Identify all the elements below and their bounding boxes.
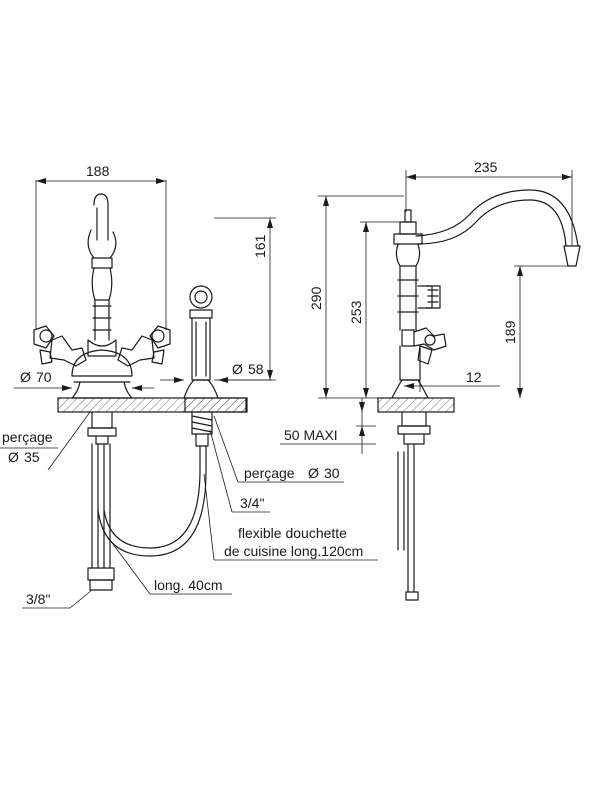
dimension-dia70: Ø 70 xyxy=(14,369,154,391)
side-view-mixer xyxy=(377,189,581,601)
percage-35-symbol: Ø xyxy=(8,449,19,465)
dimension-50-maxi-label: 50 MAXI xyxy=(284,427,338,443)
dimension-189-label: 189 xyxy=(502,320,518,344)
dimension-189: 189 xyxy=(502,265,570,398)
callout-percage-35: perçage Ø 35 xyxy=(0,411,91,471)
dimension-dia58-label: 58 xyxy=(248,361,264,377)
dimension-161-label: 161 xyxy=(252,234,268,258)
dimension-188-label: 188 xyxy=(86,163,110,179)
callout-hose-length: long. 40cm xyxy=(109,539,232,595)
dimension-235-label: 235 xyxy=(474,159,498,175)
dimension-253: 253 xyxy=(348,221,400,398)
flex-hose-line2: de cuisine long.120cm xyxy=(224,543,363,559)
front-view-mixer xyxy=(33,193,247,591)
dimension-dia58: Ø 58 xyxy=(160,361,272,383)
percage-30-value: 30 xyxy=(324,465,340,481)
callout-percage-30: perçage Ø 30 xyxy=(213,415,344,483)
flex-hose-line1: flexible douchette xyxy=(238,525,347,541)
thread-38-label: 3/8" xyxy=(26,591,50,607)
dimension-290: 290 xyxy=(308,195,404,399)
dimension-50-maxi: 50 MAXI xyxy=(280,398,376,454)
thread-34-label: 3/4" xyxy=(240,495,264,511)
dia70-symbol: Ø xyxy=(20,369,31,385)
dimension-12: 12 xyxy=(404,369,500,392)
dimension-161: 161 xyxy=(214,217,276,381)
dia58-symbol: Ø xyxy=(232,361,243,377)
callout-thread-38: 3/8" xyxy=(22,589,93,609)
dimension-188: 188 xyxy=(35,163,167,330)
countertop-side xyxy=(377,397,455,413)
percage-30-word: perçage xyxy=(244,465,295,481)
percage-35-word: perçage xyxy=(2,429,53,445)
percage-35-value: 35 xyxy=(24,449,40,465)
dimension-235: 235 xyxy=(405,159,573,246)
dimension-dia70-label: 70 xyxy=(36,369,52,385)
callout-thread-34: 3/4" xyxy=(209,429,270,513)
countertop-spray xyxy=(184,397,248,413)
dimension-253-label: 253 xyxy=(348,300,364,324)
front-view-spray xyxy=(97,285,248,557)
callout-flex-hose: flexible douchette de cuisine long.120cm xyxy=(203,473,378,561)
dimension-290-label: 290 xyxy=(308,286,324,310)
dimension-12-label: 12 xyxy=(466,369,482,385)
percage-30-symbol: Ø xyxy=(308,465,319,481)
hose-length-label: long. 40cm xyxy=(154,577,222,593)
